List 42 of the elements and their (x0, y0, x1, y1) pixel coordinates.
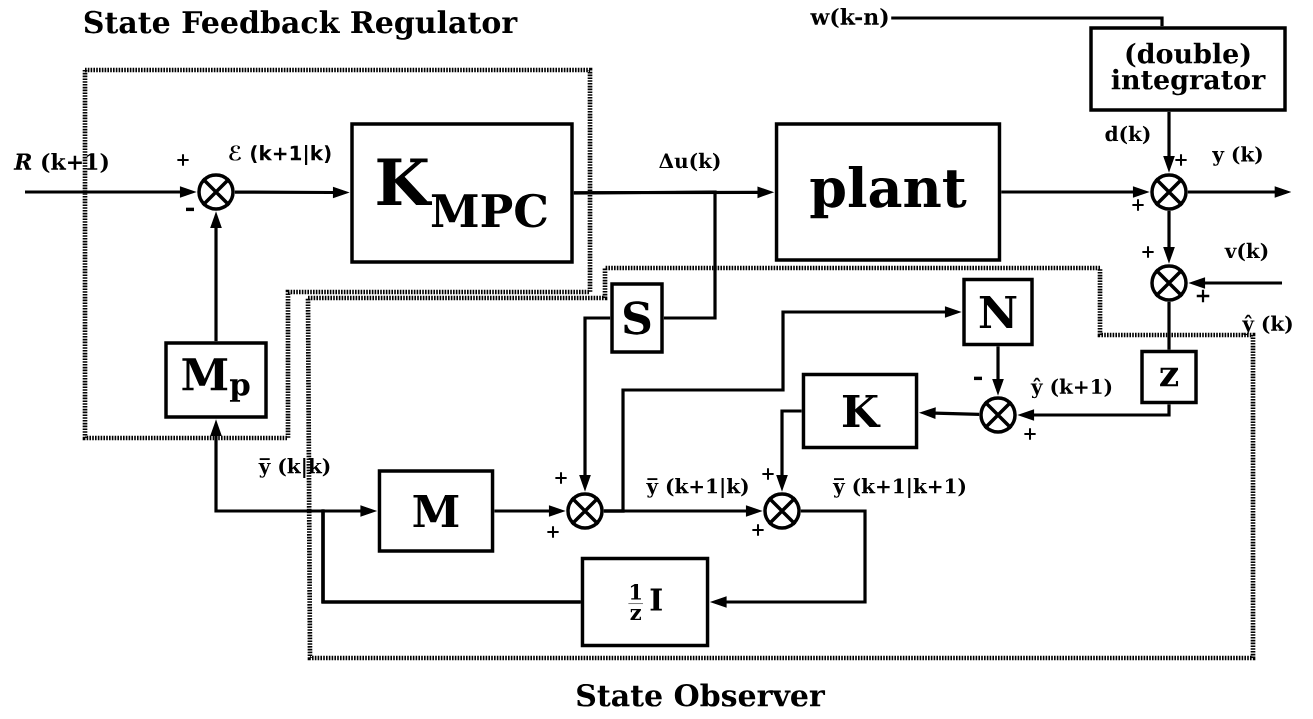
block: K$_{MPC}$ (350, 122, 574, 264)
summing-junction (979, 396, 1017, 434)
signal-label: d(k) (1105, 125, 1150, 145)
block: (double) integrator (1089, 26, 1287, 112)
signal-label: + (1175, 154, 1187, 166)
block: plant (774, 122, 1002, 262)
signal-label: + (1024, 428, 1036, 440)
signal-label: y (k) (1212, 146, 1262, 166)
signal-label: - (974, 376, 982, 381)
signal-label: y̅ (k+1|k) (646, 478, 748, 498)
signal-label: + (177, 154, 189, 166)
signal-label: ŷ (k) (1242, 314, 1292, 336)
block: M (377, 469, 495, 553)
summing-junction (1150, 264, 1188, 302)
signal-label: + (1132, 199, 1144, 211)
block: K (801, 372, 919, 450)
signal-label: + (762, 468, 774, 480)
block: $\frac{\mathbf{1}}{\mathbf{z}}\,\mathbf{I}$ (580, 556, 710, 648)
signal-label: ŷ (k+1) (1030, 377, 1112, 399)
signal-label: + (752, 524, 764, 536)
signal-label: + (547, 526, 559, 538)
summing-junction (566, 492, 604, 530)
signal-label: - (186, 207, 194, 212)
block: M$_{p}$ (164, 341, 268, 419)
signal-label: + (555, 472, 567, 484)
node-label: State Feedback Regulator (84, 10, 518, 40)
block: N (962, 277, 1034, 347)
block: z (1140, 349, 1198, 405)
signal-label: ℰ (k+1|k) (229, 145, 331, 165)
signal-label: y̅ (k+1|k+1) (832, 478, 966, 498)
summing-junction (763, 492, 801, 530)
signal-label: w(k-n) (810, 7, 888, 29)
signal-label: Δu(k) (659, 152, 720, 172)
summing-junction (197, 173, 235, 211)
block: S (610, 282, 664, 354)
signal-label: y̅ (k|k) (258, 458, 330, 478)
node-label: State Observer (577, 683, 826, 707)
signal-label: + (1196, 289, 1210, 303)
summing-junction (1150, 173, 1188, 211)
signal-label: + (1142, 246, 1154, 258)
signal-label: R (k+1) (13, 152, 108, 174)
signal-label: v(k) (1224, 242, 1268, 262)
